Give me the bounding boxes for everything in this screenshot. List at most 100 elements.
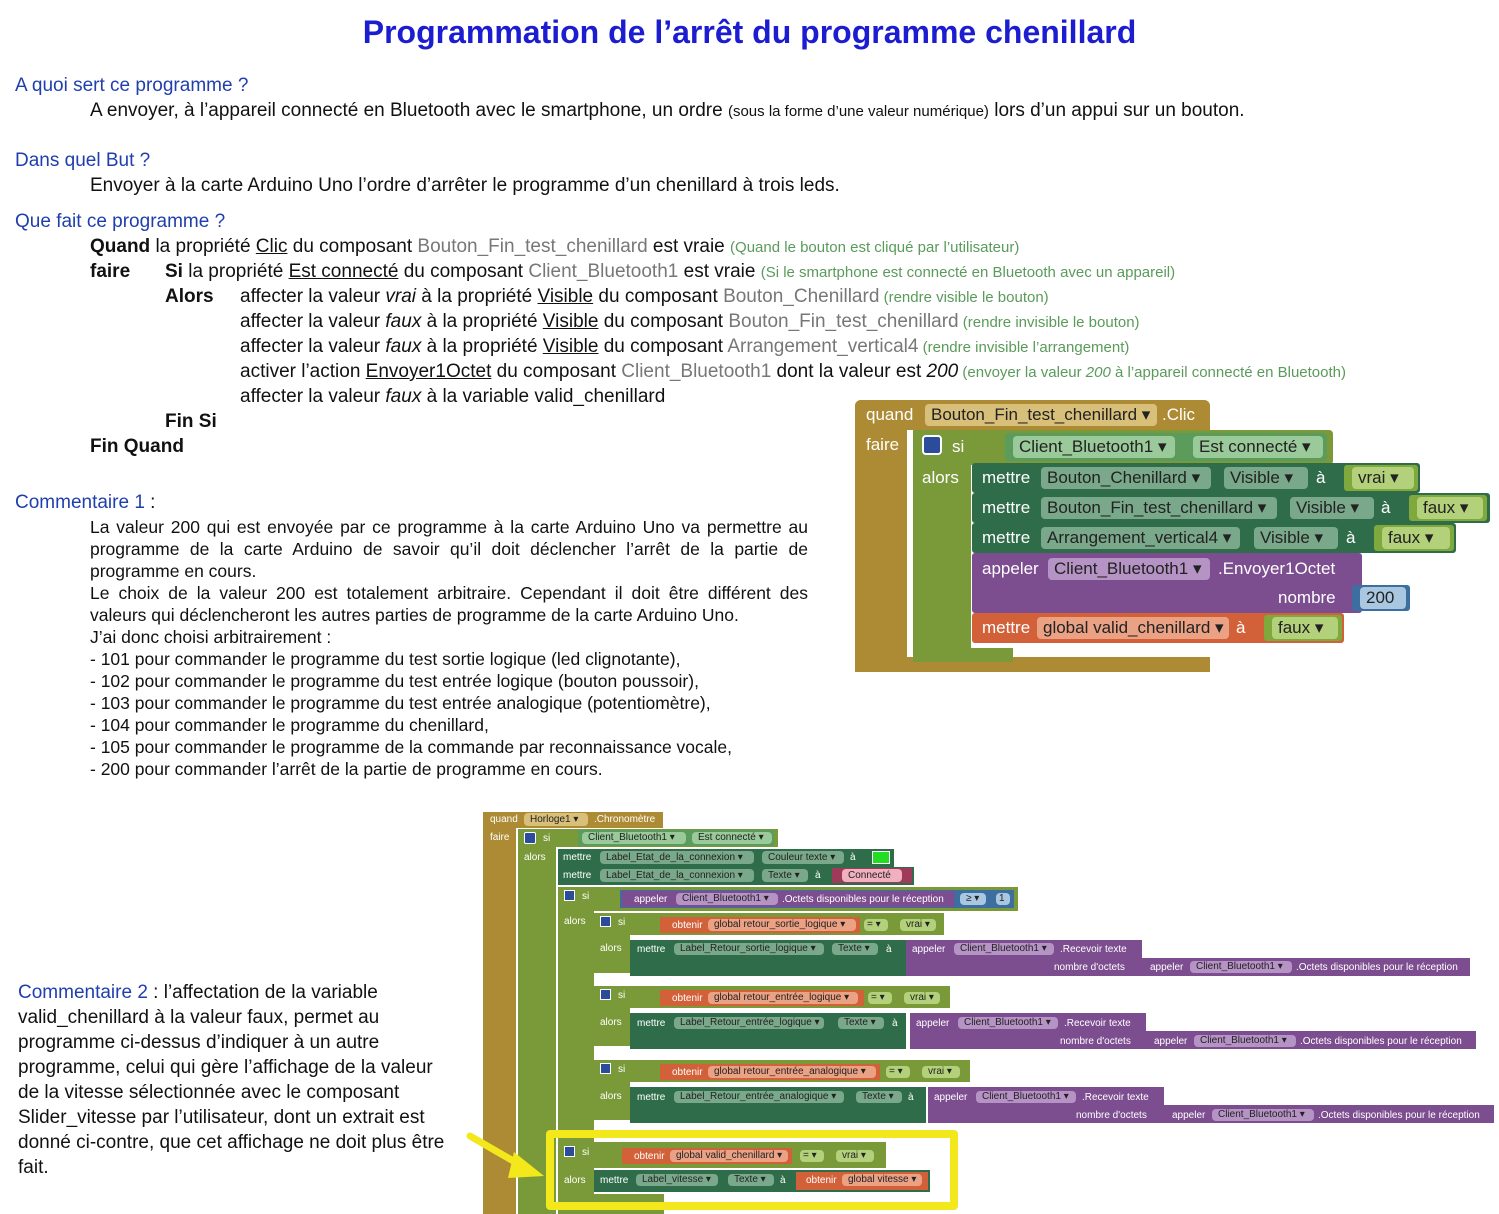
mettre-keyword: mettre [982, 618, 1031, 637]
label-dropdown[interactable]: Label_Etat_de_la_connexion ▾ [600, 851, 754, 864]
comment1-heading: Commentaire 1 : [15, 492, 156, 513]
alors-keyword-block: alors [600, 1091, 622, 1102]
appeler-keyword: appeler [1172, 1110, 1206, 1121]
value-dropdown[interactable]: vrai ▾ [1352, 467, 1414, 489]
operator-dropdown[interactable]: = ▾ [800, 1150, 824, 1162]
bt-dropdown[interactable]: Client_Bluetooth1 ▾ [958, 1017, 1058, 1029]
label-dropdown[interactable]: Label_Retour_entrée_logique ▾ [674, 1017, 824, 1029]
setter-property-dropdown[interactable]: Visible ▾ [1290, 497, 1374, 519]
si-keyword: si [582, 891, 590, 902]
cond-component-dropdown[interactable]: Client_Bluetooth1 ▾ [1013, 436, 1175, 458]
line-action-4: activer l’action Envoyer1Octet du compos… [240, 361, 1346, 382]
bt-dropdown[interactable]: Client_Bluetooth1 ▾ [976, 1091, 1076, 1103]
variable-dropdown[interactable]: global vitesse ▾ [842, 1174, 922, 1186]
number-input[interactable]: 200 [1360, 587, 1406, 609]
label-dropdown[interactable]: Label_Etat_de_la_connexion ▾ [600, 869, 754, 882]
variable-dropdown[interactable]: global retour_sortie_logique ▾ [708, 919, 856, 931]
mettre-keyword: mettre [563, 870, 592, 881]
setter-property-dropdown[interactable]: Visible ▾ [1224, 467, 1308, 489]
bt-dropdown[interactable]: Client_Bluetooth1 ▾ [1190, 961, 1292, 973]
operator-dropdown[interactable]: ≥ ▾ [960, 893, 986, 905]
label-dropdown[interactable]: Label_Retour_sortie_logique ▾ [674, 943, 824, 955]
purpose-text: A envoyer, à l’appareil connecté en Blue… [90, 100, 1245, 121]
number-input[interactable]: 1 [996, 893, 1010, 905]
setter-component-dropdown[interactable]: Bouton_Chenillard ▾ [1041, 467, 1211, 489]
appeler-keyword: appeler [912, 944, 946, 955]
a-keyword: à [886, 944, 892, 955]
gear-icon[interactable] [600, 989, 611, 1000]
list-item: - 105 pour commander le programme de la … [90, 737, 732, 757]
setter-property-dropdown[interactable]: Visible ▾ [1254, 527, 1338, 549]
event-name: .Chronomètre [594, 814, 656, 825]
setter-component-dropdown[interactable]: Bouton_Fin_test_chenillard ▾ [1041, 497, 1277, 519]
variable-dropdown[interactable]: global valid_chenillard ▾ [670, 1150, 788, 1162]
line-faire: faire [90, 261, 131, 282]
setter-component-dropdown[interactable]: Arrangement_vertical4 ▾ [1041, 527, 1240, 549]
a-keyword: à [908, 1092, 914, 1103]
value-dropdown[interactable]: vrai ▾ [904, 992, 940, 1004]
property-dropdown[interactable]: Texte ▾ [832, 943, 878, 955]
component-dropdown[interactable]: Bouton_Fin_test_chenillard ▾ [925, 404, 1157, 426]
bt-dropdown[interactable]: Client_Bluetooth1 ▾ [954, 943, 1054, 955]
call-component-dropdown[interactable]: Client_Bluetooth1 ▾ [1048, 558, 1210, 580]
variable-dropdown[interactable]: global retour_entrée_logique ▾ [708, 992, 858, 1004]
label-dropdown[interactable]: Label_Retour_entrée_analogique ▾ [674, 1091, 844, 1103]
property-dropdown[interactable]: Texte ▾ [728, 1174, 774, 1186]
operator-dropdown[interactable]: = ▾ [868, 992, 892, 1004]
si-keyword: si [618, 917, 626, 928]
line-action-5: affecter la valeur faux à la variable va… [240, 386, 666, 407]
nombre-keyword: nombre [1278, 588, 1336, 607]
property-dropdown[interactable]: Texte ▾ [856, 1091, 902, 1103]
value-dropdown[interactable]: vrai ▾ [922, 1066, 960, 1078]
list-item: - 101 pour commander le programme du tes… [90, 649, 681, 669]
property-dropdown[interactable]: Texte ▾ [838, 1017, 884, 1029]
gear-icon[interactable] [922, 435, 942, 455]
goal-text: Envoyer à la carte Arduino Uno l’ordre d… [90, 175, 840, 196]
gear-icon[interactable] [600, 1063, 611, 1074]
obtenir-keyword: obtenir [672, 1067, 703, 1078]
bt-dropdown[interactable]: Client_Bluetooth1 ▾ [676, 893, 778, 905]
comment1-para2: Le choix de la valeur 200 est totalement… [90, 583, 808, 625]
list-item: - 103 pour commander le programme du tes… [90, 693, 711, 713]
event-name: .Clic [1162, 405, 1196, 424]
value-dropdown[interactable]: faux ▾ [1272, 617, 1338, 639]
si-keyword: si [618, 1064, 626, 1075]
value-dropdown[interactable]: faux ▾ [1417, 497, 1483, 519]
list-item: - 104 pour commander le programme du che… [90, 715, 489, 735]
mettre-keyword: mettre [982, 498, 1031, 517]
variable-dropdown[interactable]: global retour_entrée_analogique ▾ [708, 1066, 876, 1078]
gear-icon[interactable] [564, 1146, 575, 1157]
value-dropdown[interactable]: faux ▾ [1382, 527, 1450, 549]
method-label: .Octets disponibles pour le réception [1300, 1036, 1462, 1047]
operator-dropdown[interactable]: = ▾ [886, 1066, 910, 1078]
text-input[interactable]: Connecté [842, 869, 902, 882]
obtenir-keyword: obtenir [672, 993, 703, 1004]
timer-dropdown[interactable]: Horloge1 ▾ [524, 813, 588, 826]
faire-keyword: faire [866, 435, 900, 454]
fin-quand: Fin Quand [90, 436, 184, 457]
color-swatch[interactable] [872, 851, 890, 864]
value-dropdown[interactable]: vrai ▾ [836, 1150, 874, 1162]
operator-dropdown[interactable]: = ▾ [864, 919, 888, 931]
faire-keyword: faire [490, 832, 510, 843]
property-dropdown[interactable]: Est connecté ▾ [692, 832, 772, 844]
comment1-para1: La valeur 200 qui est envoyée par ce pro… [90, 517, 808, 581]
method-label: .Octets disponibles pour le réception [782, 894, 944, 905]
bt-dropdown[interactable]: Client_Bluetooth1 ▾ [582, 832, 686, 844]
gear-icon[interactable] [600, 916, 611, 927]
label-dropdown[interactable]: Label_vitesse ▾ [636, 1174, 718, 1186]
bt-dropdown[interactable]: Client_Bluetooth1 ▾ [1212, 1109, 1314, 1121]
list-item: - 200 pour commander l’arrêt de la parti… [90, 759, 603, 779]
call-method: .Envoyer1Octet [1218, 559, 1336, 578]
variable-dropdown[interactable]: global valid_chenillard ▾ [1037, 617, 1229, 639]
value-dropdown[interactable]: vrai ▾ [900, 919, 936, 931]
gear-icon[interactable] [524, 832, 536, 844]
si-keyword: si [952, 437, 965, 456]
property-dropdown[interactable]: Couleur texte ▾ [762, 851, 844, 864]
gear-icon[interactable] [564, 890, 575, 901]
bt-dropdown[interactable]: Client_Bluetooth1 ▾ [1194, 1035, 1296, 1047]
param-label: nombre d'octets [1060, 1036, 1131, 1047]
property-dropdown[interactable]: Texte ▾ [762, 869, 808, 882]
a-keyword: à [1381, 498, 1391, 517]
cond-property-dropdown[interactable]: Est connecté ▾ [1193, 436, 1323, 458]
